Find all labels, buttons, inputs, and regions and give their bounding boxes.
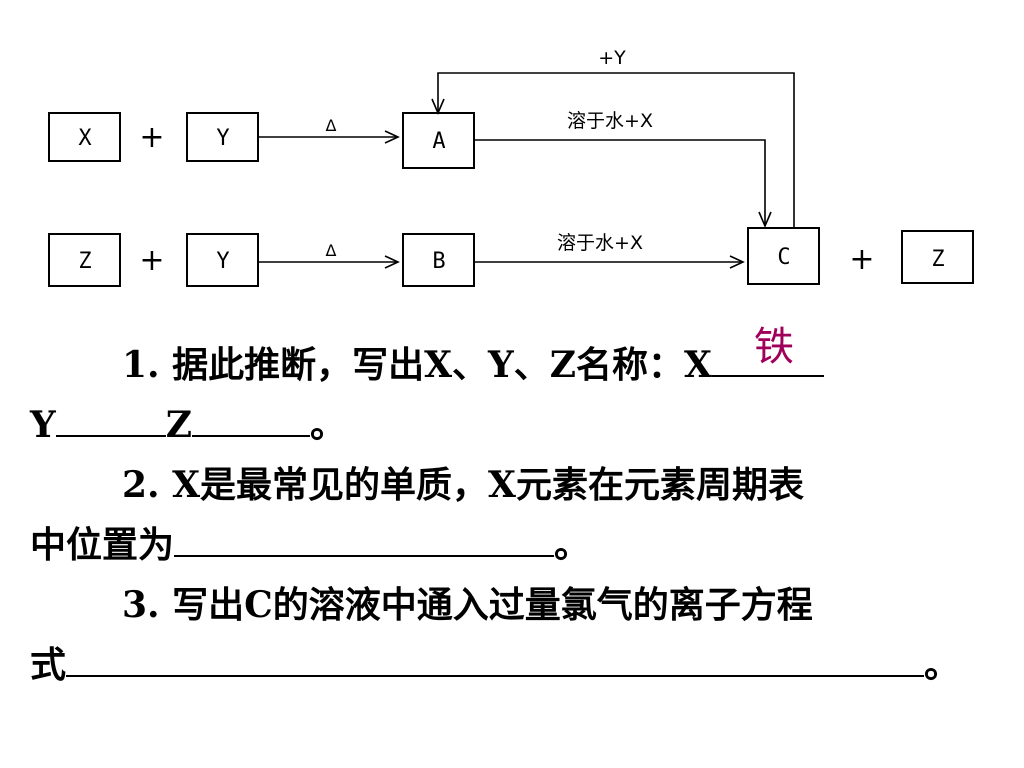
box-x-label: X (78, 126, 92, 151)
path-c-to-a-loop (437, 72, 795, 228)
q1-blank-z[interactable] (191, 395, 310, 437)
arrowhead-a-to-c (758, 211, 772, 229)
arrowhead-heat-row2 (384, 255, 400, 269)
heat-mark-row2: Δ (326, 241, 337, 260)
dissolve-label-row1: 溶于水+X (567, 110, 653, 132)
q1-y-label: Y (30, 404, 56, 446)
box-y-row1-label: Y (216, 126, 229, 151)
dissolve-label-row2: 溶于水+X (557, 232, 643, 254)
plus-sign: + (849, 242, 874, 277)
box-z-row2 (48, 233, 121, 287)
box-z-product-label: Z (931, 247, 944, 272)
box-b (402, 233, 475, 287)
loop-label: +Y (598, 47, 626, 69)
question-2-line-1: 2. X是最常见的单质，X元素在元素周期表 (30, 455, 990, 515)
q1-answer-x: 铁 (753, 324, 794, 370)
q3-text-1: 3. 写出C的溶液中通入过量氯气的离子方程 (122, 584, 813, 626)
box-y-row2-label: Y (216, 249, 229, 274)
arrowhead-b-to-c (729, 255, 745, 269)
box-y-row1 (186, 112, 259, 162)
question-3-line-1: 3. 写出C的溶液中通入过量氯气的离子方程 (30, 575, 990, 635)
q2-text-2: 中位置为 (30, 524, 175, 566)
q1-intro: 1. 据此推断，写出X、Y、Z名称：X (122, 344, 712, 386)
q1-blank-x[interactable]: 铁 (711, 324, 824, 377)
box-z-row2-label: Z (78, 249, 91, 274)
q1-end: 。 (309, 404, 346, 446)
q2-text-1: 2. X是最常见的单质，X元素在元素周期表 (122, 464, 804, 506)
q1-z-label: Z (165, 404, 192, 446)
q1-blank-y[interactable] (55, 395, 166, 437)
box-b-label: B (432, 249, 445, 274)
q2-blank[interactable] (174, 515, 555, 557)
question-block: 1. 据此推断，写出X、Y、Z名称：X 铁 Y Z 。 2. X是最常见的单质，X元素… (30, 324, 990, 695)
question-1-line-2: Y Z 。 (30, 395, 990, 455)
reaction-flow-diagram: X + Y Δ A 溶于水+X +Y Z + Y Δ B 溶于水+X C + Z (48, 47, 974, 287)
q2-end: 。 (554, 524, 591, 566)
question-1-line-1: 1. 据此推断，写出X、Y、Z名称：X 铁 (30, 324, 990, 395)
box-c (747, 227, 820, 285)
question-3-line-2: 式。 (30, 635, 990, 695)
plus-sign: + (139, 243, 164, 278)
q3-blank[interactable] (66, 635, 925, 677)
arrowhead-loop (431, 98, 445, 116)
question-2-line-2: 中位置为 。 (30, 515, 990, 575)
box-x (48, 112, 121, 162)
box-a-label: A (432, 129, 445, 154)
heat-mark-row1: Δ (326, 116, 337, 135)
arrowhead-heat-row1 (384, 130, 400, 144)
box-z-product (901, 230, 974, 284)
box-a (402, 112, 475, 169)
plus-sign: + (139, 120, 164, 155)
path-a-to-c (474, 139, 766, 226)
q3-end: 。 (924, 644, 961, 686)
box-c-label: C (777, 245, 790, 270)
q3-text-2: 式 (30, 644, 67, 686)
box-y-row2 (186, 233, 259, 287)
